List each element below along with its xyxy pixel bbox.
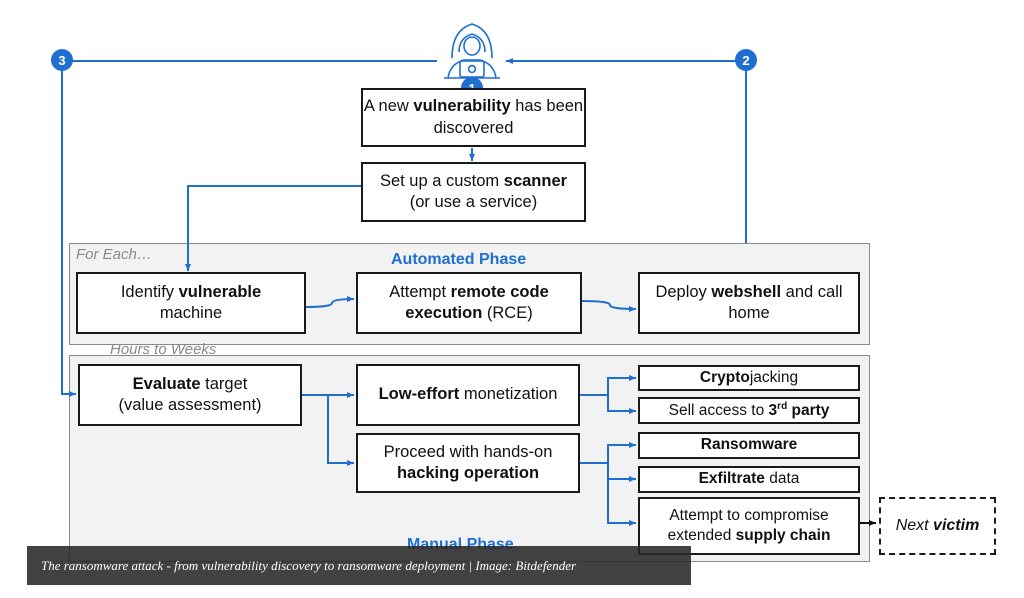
sell-access-node: Sell access to 3rd party — [638, 397, 860, 424]
ransomware-node: Ransomware — [638, 432, 860, 459]
vulnerability-discovered-node: A new vulnerability has been discovered — [361, 88, 586, 147]
hours-to-weeks-label: Hours to Weeks — [110, 341, 217, 358]
cryptojacking-node: Cryptojacking — [638, 365, 860, 391]
deploy-webshell-node: Deploy webshell and call home — [638, 272, 860, 334]
image-caption: The ransomware attack - from vulnerabili… — [27, 546, 691, 585]
for-each-label: For Each… — [76, 246, 152, 263]
step-3-badge: 3 — [51, 49, 73, 71]
automated-phase-title: Automated Phase — [391, 251, 527, 268]
hooded-hacker-icon — [444, 23, 500, 79]
evaluate-target-node: Evaluate target(value assessment) — [78, 364, 302, 426]
next-victim-node: Next victim — [879, 497, 996, 555]
step-2-badge: 2 — [735, 49, 757, 71]
low-effort-monetization-node: Low-effort monetization — [356, 364, 580, 426]
exfiltrate-data-node: Exfiltrate data — [638, 466, 860, 493]
custom-scanner-node: Set up a custom scanner(or use a service… — [361, 162, 586, 222]
loop-3-line — [61, 60, 437, 397]
remote-code-execution-node: Attempt remote code execution (RCE) — [356, 272, 582, 334]
